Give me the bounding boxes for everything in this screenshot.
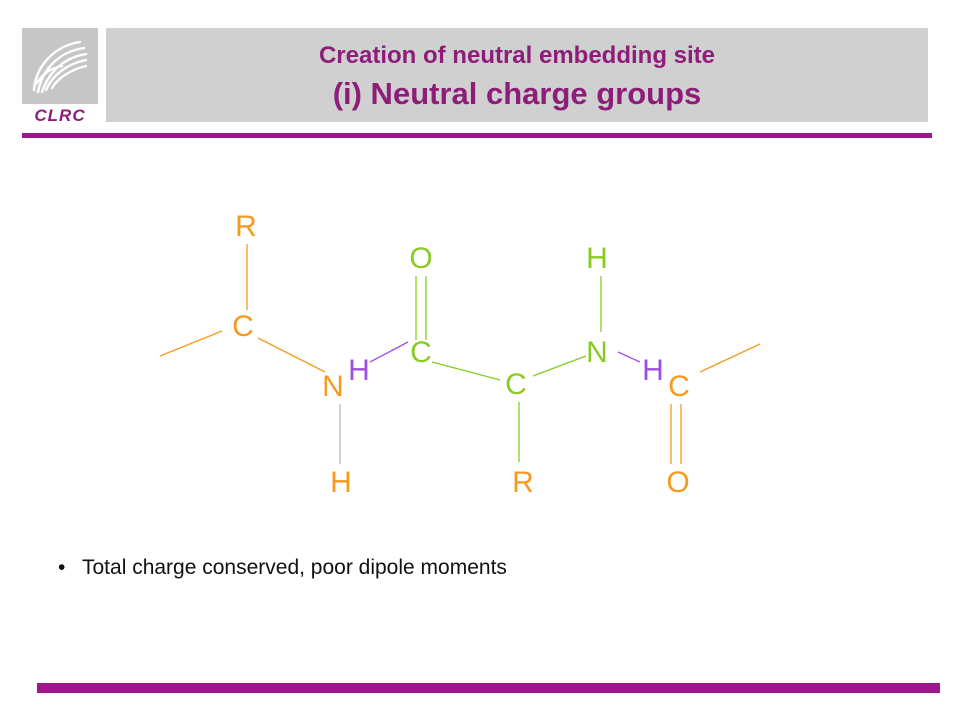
atom-h-top-right: H bbox=[586, 242, 608, 275]
clrc-logo: CLRC bbox=[22, 28, 98, 125]
page-title: Creation of neutral embedding site bbox=[318, 42, 716, 69]
logo-square bbox=[22, 28, 98, 104]
bond-c-n bbox=[257, 337, 326, 373]
bullet-item: • Total charge conserved, poor dipole mom… bbox=[58, 556, 507, 580]
atom-n-right: N bbox=[586, 336, 608, 369]
atom-r-top: R bbox=[235, 210, 257, 243]
bullet-text: Total charge conserved, poor dipole mome… bbox=[82, 556, 507, 579]
bond-n-h bbox=[617, 351, 641, 363]
page-subtitle: (i) Neutral charge groups bbox=[332, 76, 702, 111]
atom-c-right: C bbox=[668, 370, 690, 403]
atom-o-top: O bbox=[409, 242, 432, 275]
bond-c-calpha bbox=[431, 361, 501, 381]
bullet-icon: • bbox=[58, 556, 66, 579]
atom-c-left: C bbox=[232, 310, 254, 343]
atom-h-purple-left: H bbox=[348, 354, 370, 387]
atom-c-carbonyl: C bbox=[410, 336, 432, 369]
atom-h-purple-right: H bbox=[642, 354, 664, 387]
atom-c-alpha: C bbox=[505, 368, 527, 401]
title-banner: Creation of neutral embedding site (i) N… bbox=[106, 28, 928, 122]
bond-calpha-n bbox=[532, 355, 587, 377]
bottom-divider bbox=[37, 683, 940, 693]
top-divider bbox=[22, 133, 932, 138]
atom-o-bottom: O bbox=[666, 466, 689, 499]
bond-tail-left bbox=[159, 330, 223, 357]
logo-text: CLRC bbox=[34, 106, 86, 125]
atom-n-left: N bbox=[322, 370, 344, 403]
bond-hn-c bbox=[369, 341, 409, 363]
bond-tail-right bbox=[699, 343, 761, 373]
atom-h-bottom-left: H bbox=[330, 466, 352, 499]
atom-r-bottom: R bbox=[512, 466, 534, 499]
swirl-logo-icon bbox=[32, 40, 88, 94]
